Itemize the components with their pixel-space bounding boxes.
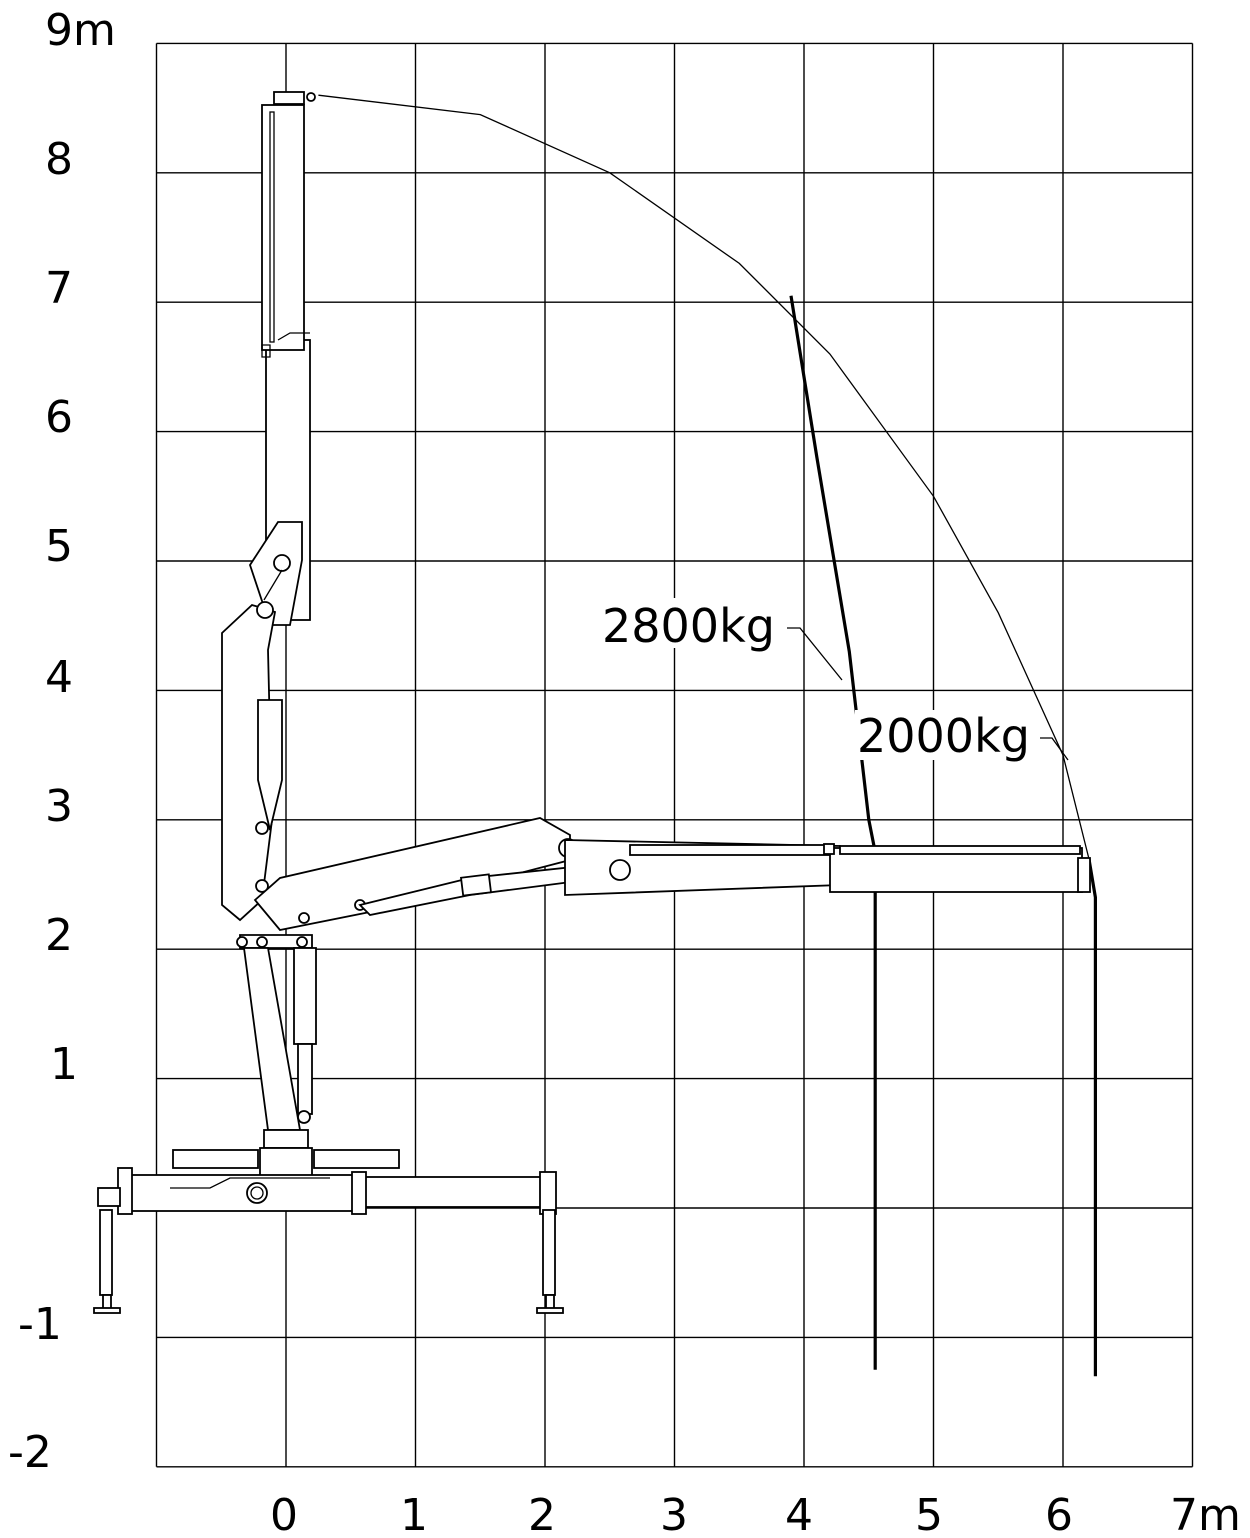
x-tick-7m: 7m bbox=[1170, 1490, 1241, 1538]
label-2000kg: 2000kg bbox=[857, 709, 1030, 763]
vertical-boom bbox=[249, 91, 316, 626]
y-tick-1: 1 bbox=[50, 1039, 78, 1090]
leader-2000kg bbox=[1040, 737, 1069, 761]
x-tick-5: 5 bbox=[915, 1490, 943, 1538]
y-tick-9m: 9m bbox=[45, 5, 116, 56]
base-frame bbox=[93, 1167, 564, 1314]
y-tick-3: 3 bbox=[45, 781, 73, 832]
load-curve-2000kg bbox=[1087, 858, 1097, 1377]
x-tick-0: 0 bbox=[270, 1490, 298, 1538]
y-tick-5: 5 bbox=[45, 521, 73, 572]
label-2000kg-backdrop bbox=[855, 710, 1040, 760]
x-tick-2: 2 bbox=[528, 1490, 556, 1538]
y-tick-minus1: -1 bbox=[18, 1299, 62, 1350]
label-2800kg: 2800kg bbox=[602, 599, 775, 653]
y-tick-7: 7 bbox=[45, 263, 73, 314]
crane bbox=[93, 91, 1091, 1314]
y-tick-6: 6 bbox=[45, 392, 73, 443]
leader-2800kg bbox=[787, 627, 843, 681]
knuckle-link bbox=[221, 569, 283, 922]
reach-arc bbox=[318, 94, 1090, 859]
y-axis-ticks: 9m 8 7 6 5 4 3 2 1 -1 -2 bbox=[8, 5, 116, 1478]
label-2800kg-backdrop bbox=[598, 598, 788, 648]
x-tick-1: 1 bbox=[400, 1490, 428, 1538]
y-tick-2: 2 bbox=[45, 910, 73, 961]
y-tick-minus2: -2 bbox=[8, 1427, 52, 1478]
x-tick-6: 6 bbox=[1045, 1490, 1073, 1538]
king-post bbox=[172, 934, 400, 1177]
y-tick-4: 4 bbox=[45, 652, 73, 703]
x-tick-3: 3 bbox=[660, 1490, 688, 1538]
y-tick-8: 8 bbox=[45, 134, 73, 185]
x-axis-ticks: 0 1 2 3 4 5 6 7m bbox=[270, 1490, 1241, 1538]
main-boom bbox=[253, 817, 1091, 931]
x-tick-4: 4 bbox=[785, 1490, 813, 1538]
